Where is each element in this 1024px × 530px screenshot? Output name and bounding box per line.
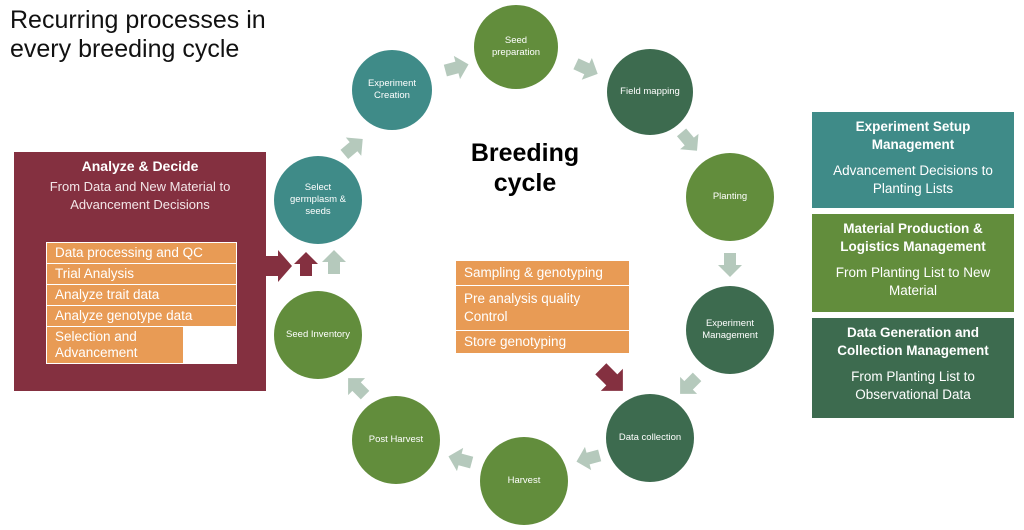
analyze-subtitle: From Data and New Material to Advancemen… xyxy=(49,179,231,212)
arrow-icon xyxy=(718,253,742,277)
arrow-up-icon xyxy=(294,252,318,276)
box-title: Material Production & Logistics Manageme… xyxy=(840,221,986,254)
page-title: Recurring processes in every breeding cy… xyxy=(10,6,266,63)
cycle-step-select-germplasm: Select germplasm & seeds xyxy=(274,156,362,244)
cycle-step-field-mapping: Field mapping xyxy=(607,49,693,135)
analyze-decide-panel: Analyze & Decide From Data and New Mater… xyxy=(14,152,266,391)
cycle-step-experiment-creation: Experiment Creation xyxy=(352,50,432,130)
arrow-icon xyxy=(442,52,472,83)
arrow-icon xyxy=(322,250,346,274)
arrow-icon xyxy=(671,368,706,403)
material-production-box: Material Production & Logistics Manageme… xyxy=(812,214,1014,312)
arrow-icon xyxy=(339,369,374,404)
data-generation-box: Data Generation and Collection Managemen… xyxy=(812,318,1014,418)
analyze-title: Analyze & Decide xyxy=(81,158,199,174)
genotyping-list: Sampling & genotyping Pre analysis quali… xyxy=(455,260,630,354)
box-text: Advancement Decisions to Planting Lists xyxy=(833,163,993,196)
list-item: Trial Analysis xyxy=(47,264,236,284)
arrow-icon xyxy=(336,129,371,164)
cycle-step-post-harvest: Post Harvest xyxy=(352,396,440,484)
list-item: Data processing and QC xyxy=(47,243,236,263)
arrow-icon xyxy=(570,52,603,85)
arrow-down-right-icon xyxy=(589,357,634,402)
list-item: Selection and Advancement xyxy=(47,327,183,363)
cycle-step-planting: Planting xyxy=(686,153,774,241)
arrow-icon xyxy=(445,444,475,475)
cycle-step-data-collection: Data collection xyxy=(606,394,694,482)
box-text: From Planting List to Observational Data xyxy=(851,369,975,402)
breeding-cycle-title: Breeding cycle xyxy=(470,139,580,197)
list-item: Store genotyping xyxy=(456,331,629,353)
list-item: Sampling & genotyping xyxy=(456,261,629,285)
box-title: Experiment Setup Management xyxy=(855,119,971,152)
experiment-setup-box: Experiment Setup Management Advancement … xyxy=(812,112,1014,208)
list-item: Analyze trait data xyxy=(47,285,236,305)
cycle-step-seed-inventory: Seed Inventory xyxy=(274,291,362,379)
analyze-list: Data processing and QC Trial Analysis An… xyxy=(46,242,237,364)
arrow-right-icon xyxy=(266,250,292,282)
box-title: Data Generation and Collection Managemen… xyxy=(837,325,989,358)
cycle-step-experiment-management: Experiment Management xyxy=(686,286,774,374)
box-text: From Planting List to New Material xyxy=(835,265,991,298)
cycle-step-seed-preparation: Seed preparation xyxy=(474,5,558,89)
list-item: Analyze genotype data xyxy=(47,306,236,326)
list-item: Pre analysis quality Control xyxy=(456,286,629,330)
arrow-icon xyxy=(573,443,603,474)
cycle-step-harvest: Harvest xyxy=(480,437,568,525)
arrow-icon xyxy=(672,124,707,159)
